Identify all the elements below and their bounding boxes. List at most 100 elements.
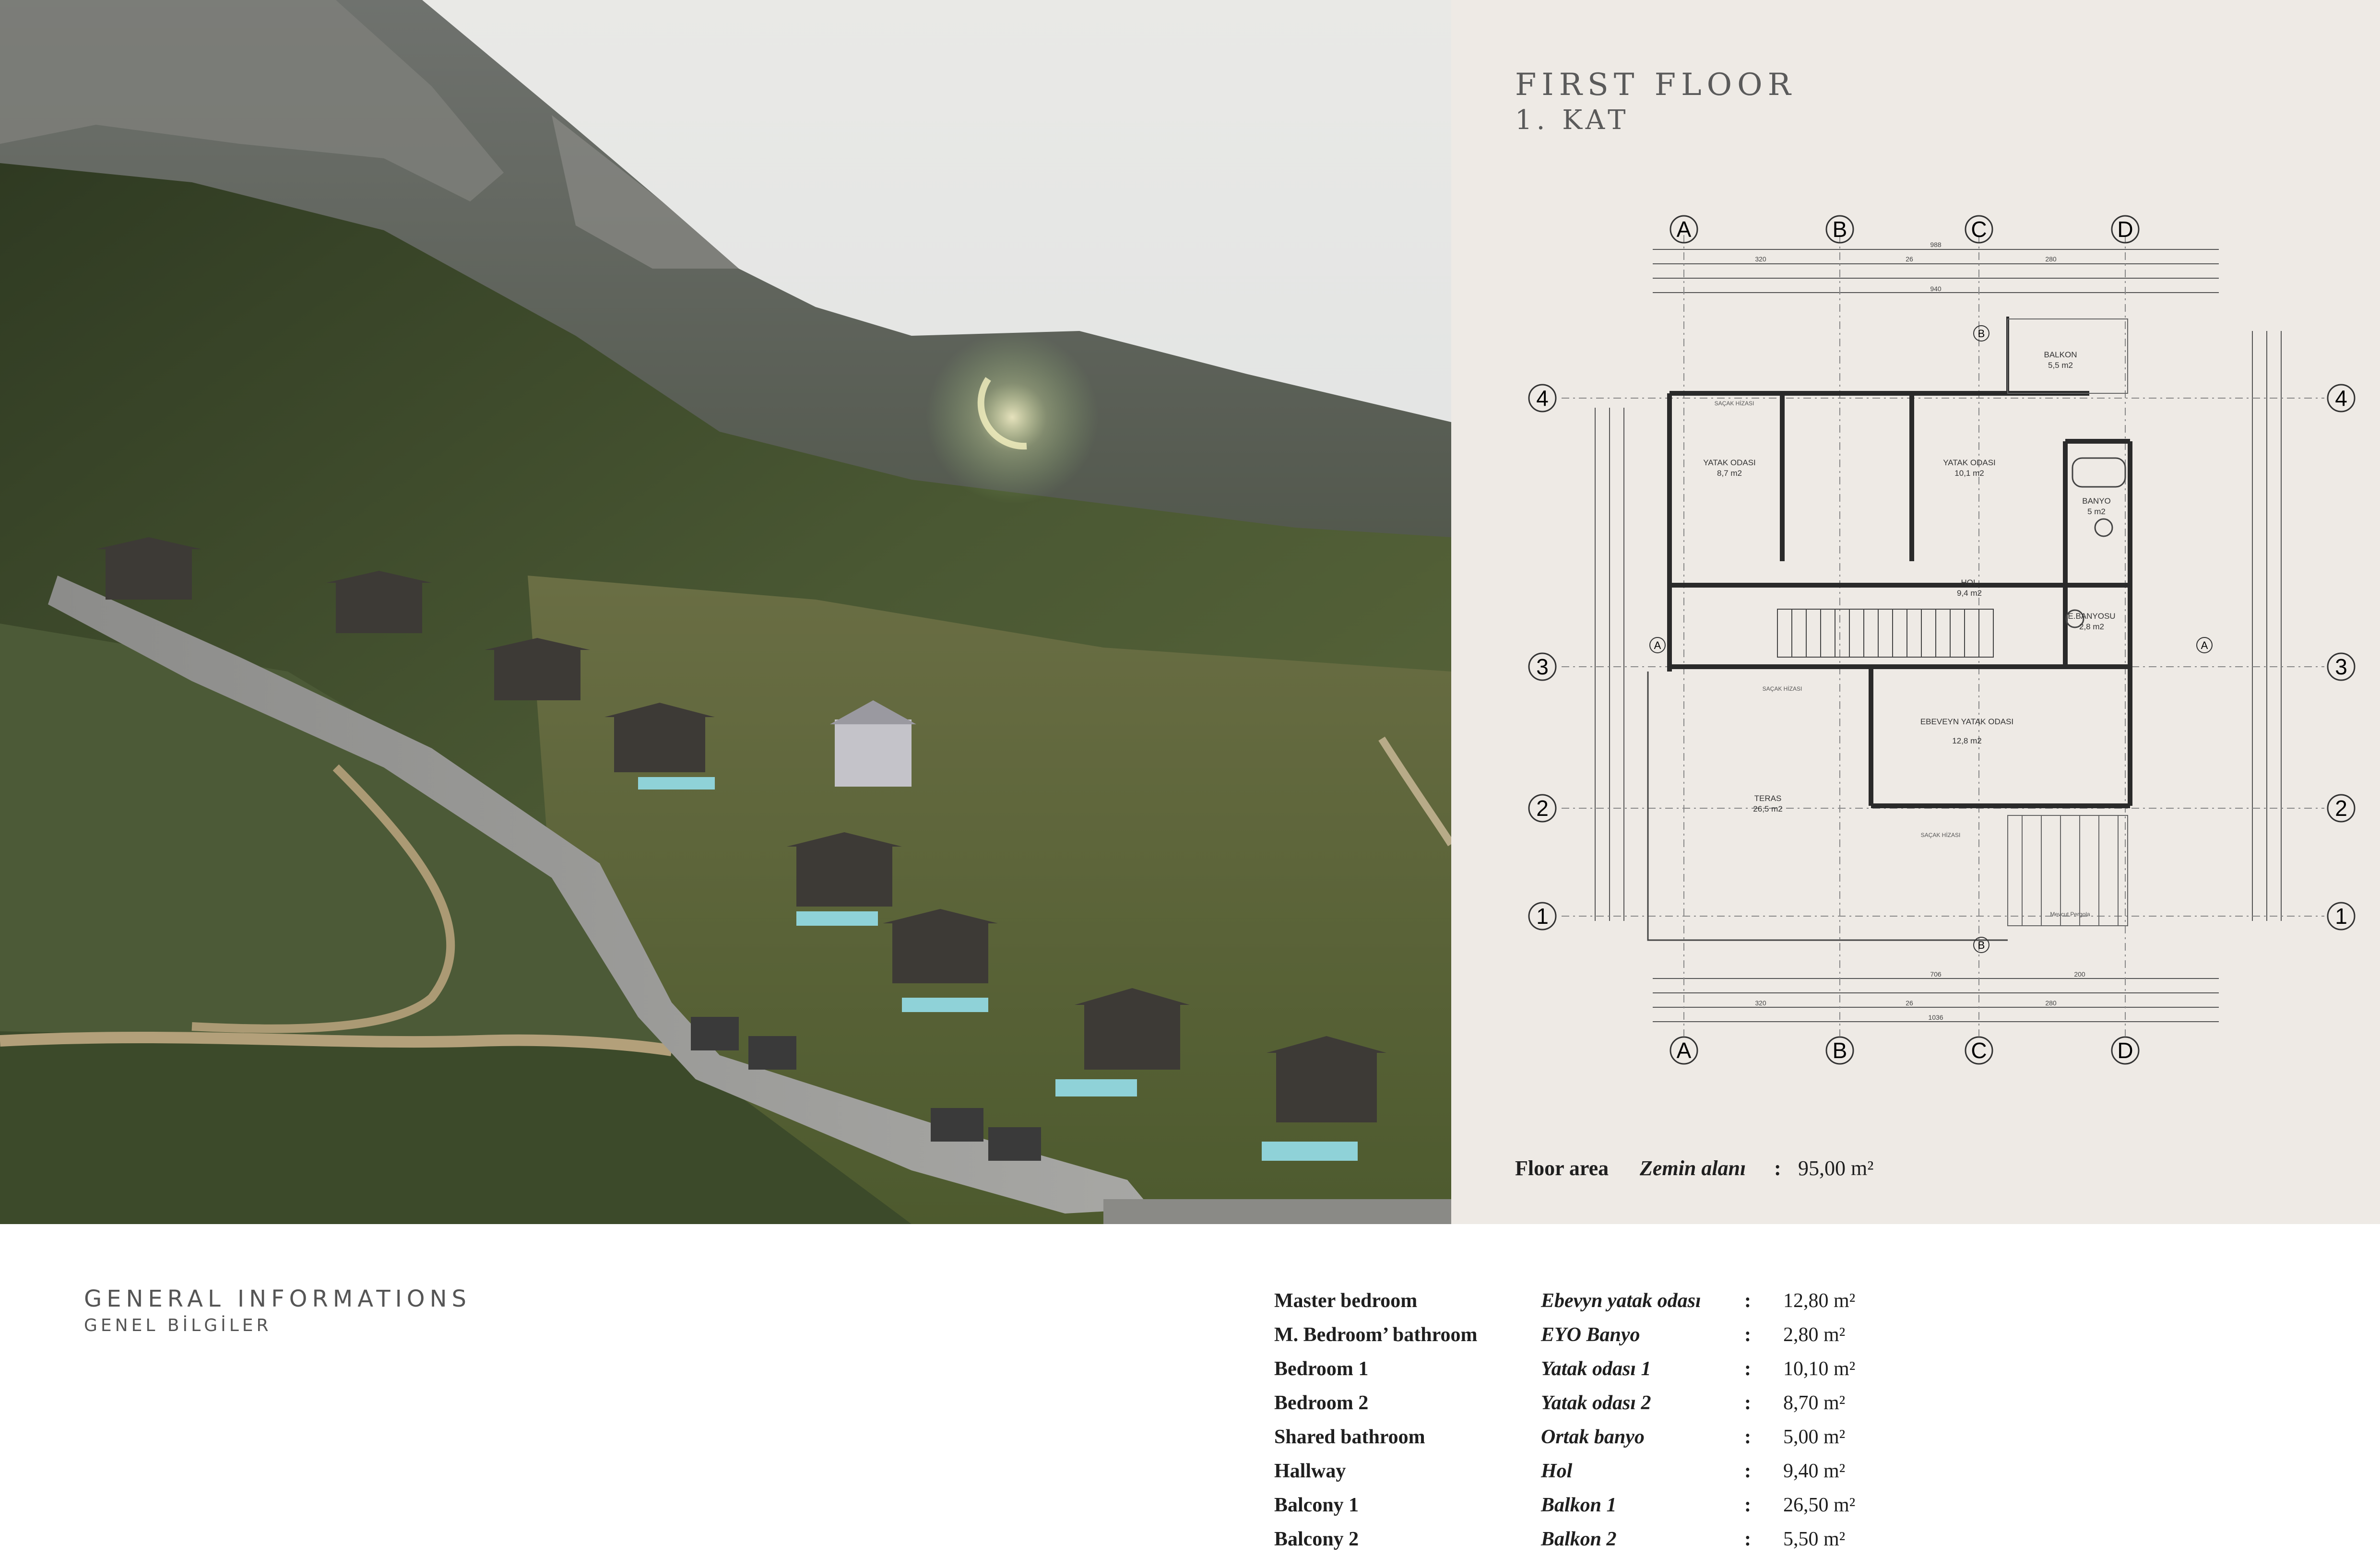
room-separator: :: [1744, 1528, 1751, 1550]
room-label-bedroom-2: YATAK ODASI 8,7 m2: [1703, 458, 1756, 478]
section-marker-a-right: A: [2196, 637, 2213, 653]
svg-text:5,5 m2: 5,5 m2: [2048, 361, 2073, 370]
section-marker-b-bottom: B: [1973, 937, 1989, 953]
eave-label-top: SAÇAK HİZASI: [1715, 400, 1754, 407]
room-name-en: Balcony 1: [1274, 1494, 1359, 1516]
svg-text:9,4 m2: 9,4 m2: [1957, 589, 1982, 598]
svg-text:4: 4: [1536, 386, 1549, 411]
grid-bubble-left-1: 1: [1528, 902, 1557, 931]
floor-area-label-en: Floor area: [1515, 1156, 1609, 1180]
room-separator: :: [1744, 1357, 1751, 1380]
floor-title: FIRST FLOOR: [1515, 67, 1796, 103]
grid-bubble-left-4: 4: [1528, 384, 1557, 413]
svg-text:D: D: [2117, 217, 2133, 242]
dim-top-inner: 940: [1930, 285, 1942, 293]
pergola-label: Mevcut Pergola: [2050, 911, 2090, 918]
svg-text:1: 1: [2335, 904, 2347, 929]
svg-text:8,7 m2: 8,7 m2: [1717, 469, 1742, 478]
room-area-value: 12,80 m²: [1783, 1289, 1856, 1312]
grid-bubble-bottom-a: A: [1670, 1036, 1698, 1065]
grid-bubble-right-1: 1: [2327, 902, 2356, 931]
svg-text:3: 3: [2335, 654, 2347, 679]
dim-bottom-ab: 320: [1755, 999, 1766, 1007]
dim-bottom-bc: 26: [1906, 999, 1913, 1007]
section-marker-b-top: B: [1973, 325, 1989, 342]
table-row: Balcony 1 Balkon 1 : 26,50 m²: [1274, 1488, 1903, 1522]
dim-bottom-total: 1036: [1928, 1014, 1943, 1021]
floor-subtitle: 1. KAT: [1515, 105, 1630, 136]
room-name-tr: Ortak banyo: [1541, 1426, 1645, 1448]
grid-bubble-top-c: C: [1965, 215, 1993, 244]
floor-area-separator: :: [1774, 1156, 1781, 1180]
room-label-master-bedroom: EBEVEYN YATAK ODASI 12,8 m2: [1920, 717, 2013, 745]
section-marker-a-left: A: [1649, 637, 1666, 653]
svg-text:12,8 m2: 12,8 m2: [1952, 736, 1981, 745]
room-separator: :: [1744, 1391, 1751, 1414]
room-separator: :: [1744, 1323, 1751, 1346]
dim-top-ab: 320: [1755, 255, 1766, 263]
svg-text:BALKON: BALKON: [2044, 350, 2077, 359]
svg-text:10,1 m2: 10,1 m2: [1954, 469, 1984, 478]
room-name-tr: Yatak odası 1: [1541, 1357, 1651, 1380]
table-row: Master bedroom Ebevyn yatak odası : 12,8…: [1274, 1284, 1903, 1318]
svg-text:B: B: [1978, 328, 1985, 340]
svg-text:E.BANYOSU: E.BANYOSU: [2068, 612, 2115, 621]
grid-bubble-left-2: 2: [1528, 794, 1557, 823]
room-name-en: Shared bathroom: [1274, 1426, 1425, 1448]
general-info-title: GENERAL INFORMATIONS: [84, 1285, 471, 1312]
room-name-en: Master bedroom: [1274, 1289, 1418, 1312]
svg-text:A: A: [1677, 1038, 1692, 1063]
room-area-value: 10,10 m²: [1783, 1357, 1856, 1380]
general-info-subtitle: GENEL BİLGİLER: [84, 1316, 272, 1335]
eave-label-bottom: SAÇAK HİZASI: [1921, 832, 1961, 838]
room-area-value: 26,50 m²: [1783, 1494, 1856, 1516]
room-separator: :: [1744, 1460, 1751, 1482]
grid-bubble-top-a: A: [1670, 215, 1698, 244]
svg-text:3: 3: [1536, 654, 1549, 679]
svg-text:5 m2: 5 m2: [2087, 507, 2106, 516]
room-separator: :: [1744, 1289, 1751, 1312]
room-name-tr: Hol: [1541, 1460, 1573, 1482]
table-row: Balcony 2 Balkon 2 : 5,50 m²: [1274, 1522, 1903, 1556]
room-area-table: Master bedroom Ebevyn yatak odası : 12,8…: [1274, 1284, 1903, 1556]
grid-bubble-left-3: 3: [1528, 652, 1557, 681]
room-separator: :: [1744, 1426, 1751, 1448]
room-area-value: 5,50 m²: [1783, 1528, 1846, 1550]
floor-area-row: Floor area Zemin alanı : 95,00 m²: [1515, 1156, 1873, 1180]
room-name-en: Bedroom 1: [1274, 1357, 1369, 1380]
room-name-tr: Ebevyn yatak odası: [1541, 1289, 1701, 1312]
table-row: Shared bathroom Ortak banyo : 5,00 m²: [1274, 1420, 1903, 1454]
svg-text:B: B: [1833, 1038, 1847, 1063]
room-name-en: Balcony 2: [1274, 1528, 1359, 1550]
svg-text:C: C: [1971, 1038, 1987, 1063]
room-name-tr: Yatak odası 2: [1541, 1391, 1651, 1414]
floor-plan-drawing: A B C D A B C D 4 3 2 1 4 3 2 1 A A B B …: [1528, 215, 2356, 1065]
svg-text:EBEVEYN YATAK ODASI: EBEVEYN YATAK ODASI: [1920, 717, 2013, 726]
svg-text:B: B: [1978, 939, 1985, 951]
room-name-en: M. Bedroom’ bathroom: [1274, 1323, 1478, 1346]
room-area-value: 5,00 m²: [1783, 1426, 1846, 1448]
grid-bubble-right-3: 3: [2327, 652, 2356, 681]
svg-text:YATAK ODASI: YATAK ODASI: [1703, 458, 1756, 467]
svg-text:2: 2: [1536, 796, 1549, 821]
svg-text:A: A: [2201, 639, 2208, 651]
room-label-hallway: HOL 9,4 m2: [1957, 578, 1982, 598]
grid-bubble-bottom-d: D: [2111, 1036, 2140, 1065]
svg-text:HOL: HOL: [1961, 578, 1978, 587]
room-name-en: Bedroom 2: [1274, 1391, 1369, 1414]
svg-text:2,8 m2: 2,8 m2: [2079, 622, 2104, 631]
dim-bottom-inner: 706: [1930, 970, 1942, 978]
grid-bubble-bottom-c: C: [1965, 1036, 1993, 1065]
grid-bubble-right-4: 4: [2327, 384, 2356, 413]
svg-text:D: D: [2117, 1038, 2133, 1063]
svg-text:B: B: [1833, 217, 1847, 242]
dim-top-cd: 280: [2045, 255, 2057, 263]
grid-bubble-bottom-b: B: [1825, 1036, 1854, 1065]
table-row: Bedroom 2 Yatak odası 2 : 8,70 m²: [1274, 1386, 1903, 1420]
svg-text:2: 2: [2335, 796, 2347, 821]
svg-text:BANYO: BANYO: [2082, 496, 2111, 506]
aerial-render-image: [0, 0, 1451, 1224]
svg-text:YATAK ODASI: YATAK ODASI: [1943, 458, 1996, 467]
